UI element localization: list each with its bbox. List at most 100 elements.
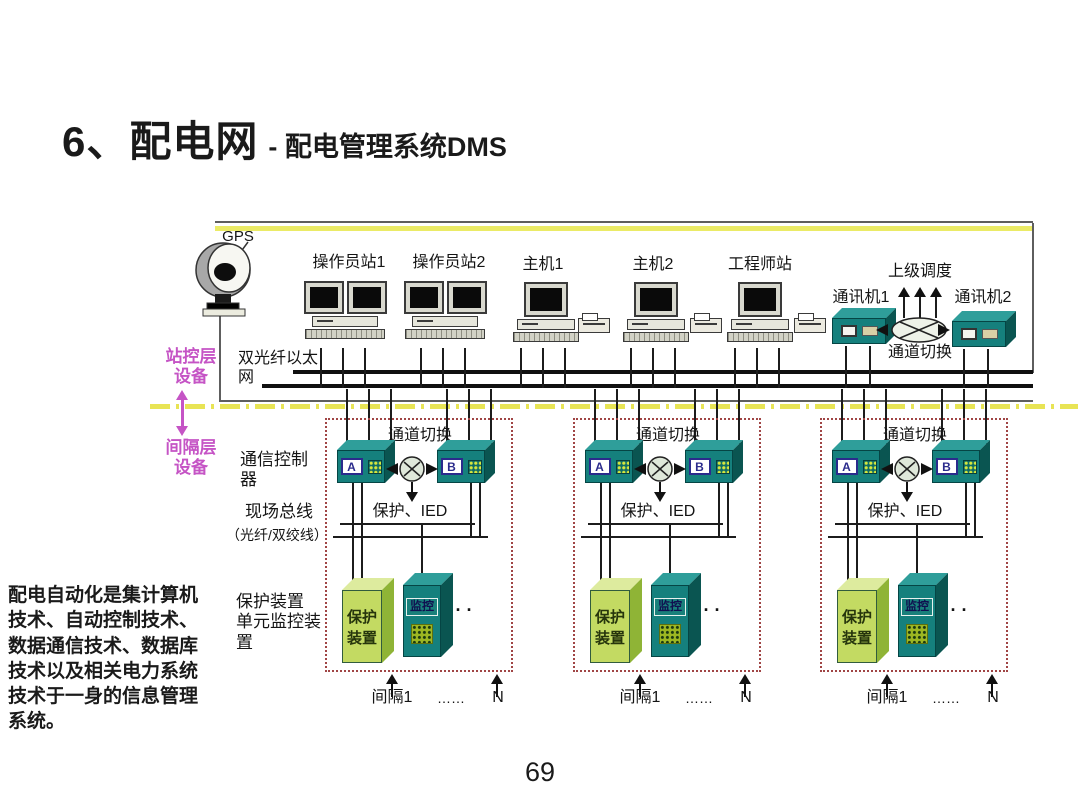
bay-dashed-border: [325, 418, 513, 672]
bay-channel-switch-label: 通道切换: [387, 427, 452, 444]
comm-controller-label: 通信控制 器: [240, 450, 308, 490]
monitor-icon: [524, 282, 568, 317]
page-number: 69: [524, 757, 556, 787]
workstation-label-host1: 主机1: [522, 256, 564, 273]
up-arrow-icon: [881, 674, 893, 684]
field-bus-line-2: [581, 536, 736, 538]
up-arrow-icon: [739, 674, 751, 684]
connector-lines: [352, 536, 363, 590]
gps-label: GPS: [222, 228, 254, 245]
printer-icon: [690, 313, 722, 333]
left-arrow-icon: [881, 463, 893, 475]
device-screen-icon: [840, 325, 857, 337]
connector-lines: [470, 483, 481, 536]
right-arrow-icon: [674, 463, 686, 475]
bay-ellipsis-label: ……: [932, 690, 960, 706]
bay-switch-icon: [894, 456, 920, 482]
protection-ied-label: 保护、IED: [867, 503, 943, 520]
connector-line: [669, 523, 671, 585]
station-frame-right-line: [1032, 223, 1034, 373]
protection-unit-label: 保护装置 单元监控装 置: [236, 592, 321, 652]
comm-controller-b-box: B: [437, 450, 485, 483]
up-arrow-icon: [634, 674, 646, 684]
gps-dish-icon: [195, 241, 251, 317]
bay-ellipsis-label: ……: [437, 690, 465, 706]
bay-n-label: N: [987, 689, 999, 706]
engineer-station: [727, 282, 793, 342]
device-a-screen: A: [835, 458, 858, 475]
port-grid-icon: [367, 459, 382, 474]
up-arrow-icon: [386, 674, 398, 684]
connector-lines: [352, 483, 363, 536]
connector-lines: [600, 483, 611, 536]
connector-lines: [694, 389, 740, 444]
workstation-label-operator1: 操作员站1: [312, 254, 386, 271]
connector-lines: [963, 349, 989, 388]
bay-section: 通道切换 A B 保护、IED 保护 装置: [325, 389, 515, 718]
protection-device-box: 保护 装置: [342, 590, 382, 663]
upper-dispatch-label: 上级调度: [887, 263, 952, 280]
connector-lines: [847, 536, 858, 590]
bay-dashed-border: [820, 418, 1008, 672]
protection-device-label: 保护 装置: [590, 590, 630, 663]
more-devices-dots: · ·: [455, 600, 473, 620]
title-main: 6、配电网: [62, 118, 259, 165]
channel-switch-label-top: 通道切换: [887, 344, 952, 361]
layer-double-arrow: [172, 390, 192, 436]
keyboard-icon: [623, 332, 689, 342]
bay-number-label: 间隔1: [866, 689, 908, 706]
connector-lines: [420, 348, 466, 388]
bay-n-label: N: [492, 689, 504, 706]
monitor-icon: [634, 282, 678, 317]
connector-lines: [718, 483, 729, 536]
arrow-shaft: [991, 683, 993, 697]
monitoring-device-box: 监控: [403, 585, 441, 657]
monitoring-device-box: 监控: [898, 585, 936, 657]
bay-dashed-border: [573, 418, 761, 672]
bay-switch-icon: [647, 456, 673, 482]
down-arrow-icon: [406, 492, 418, 502]
more-devices-dots: · ·: [950, 600, 968, 620]
connector-lines: [594, 389, 640, 444]
right-arrow-icon: [921, 463, 933, 475]
protection-device-box: 保护 装置: [590, 590, 630, 663]
left-arrow-icon: [876, 324, 888, 336]
operator-station-2: [400, 281, 490, 339]
operator-station-1: [300, 281, 390, 339]
arrow-shaft: [886, 683, 888, 697]
connector-line: [916, 523, 918, 585]
connector-lines: [941, 389, 987, 444]
bay-number-label: 间隔1: [371, 689, 413, 706]
port-grid-icon: [715, 459, 730, 474]
field-bus-type-label: （光纤/双绞线）: [226, 527, 328, 543]
connector-lines: [845, 346, 871, 388]
arrow-shaft: [639, 683, 641, 697]
terminal-grid-icon: [906, 623, 928, 644]
monitor-icon: [738, 282, 782, 317]
description-paragraph: 配电自动化是集计算机 技术、自动控制技术、 数据通信技术、数据库 技术以及相关电…: [8, 585, 199, 733]
workstation-label-host2: 主机2: [632, 256, 674, 273]
workstation-label-engineer: 工程师站: [727, 256, 792, 273]
device-a-screen: A: [340, 458, 363, 475]
up-arrow-icon: [930, 287, 942, 297]
system-unit-icon: [731, 319, 789, 330]
arrow-shaft: [180, 398, 184, 428]
bay-number-label: 间隔1: [619, 689, 661, 706]
comm-machine-1-label: 通讯机1: [832, 289, 890, 306]
printer-icon: [794, 313, 826, 333]
bay-layer-label: 间隔层 设备: [165, 438, 217, 478]
station-layer-label: 站控层 设备: [165, 347, 217, 387]
monitoring-device-label: 监控: [653, 598, 686, 616]
up-arrow-icon: [986, 674, 998, 684]
comm-controller-b-box: B: [932, 450, 980, 483]
ethernet-bus-label: 双光纤以太 网: [238, 350, 319, 387]
arrow-shaft: [659, 482, 661, 492]
down-arrow-icon: [654, 492, 666, 502]
station-frame-top-line: [215, 221, 1033, 223]
port-grid-icon: [962, 459, 977, 474]
connector-lines: [630, 348, 676, 388]
connector-lines: [320, 348, 366, 388]
workstation-label-operator2: 操作员站2: [412, 254, 486, 271]
protection-device-label: 保护 装置: [342, 590, 382, 663]
